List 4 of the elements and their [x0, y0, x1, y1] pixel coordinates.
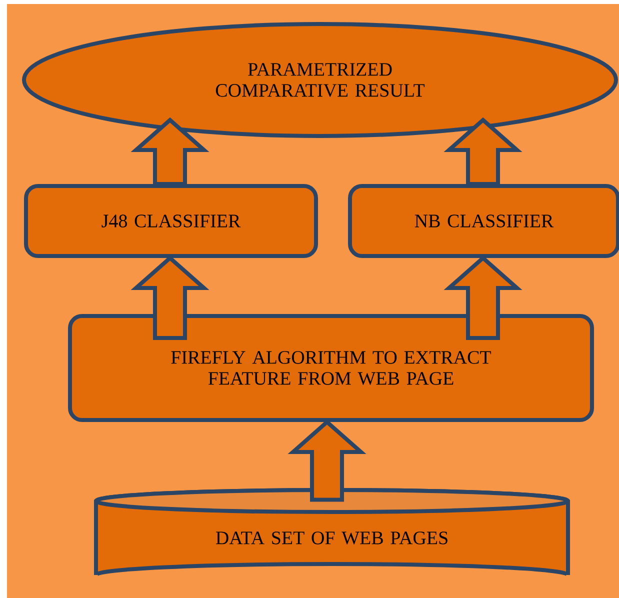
process-box: FIREFLY ALGORITHM TO EXTRACT FEATURE FROM WEB PAGE [68, 314, 594, 422]
process-box: NB CLASSIFIER [348, 184, 619, 258]
database-cylinder: DATA SET OF WEB PAGES [94, 488, 570, 577]
process-box: J48 CLASSIFIER [24, 184, 318, 258]
